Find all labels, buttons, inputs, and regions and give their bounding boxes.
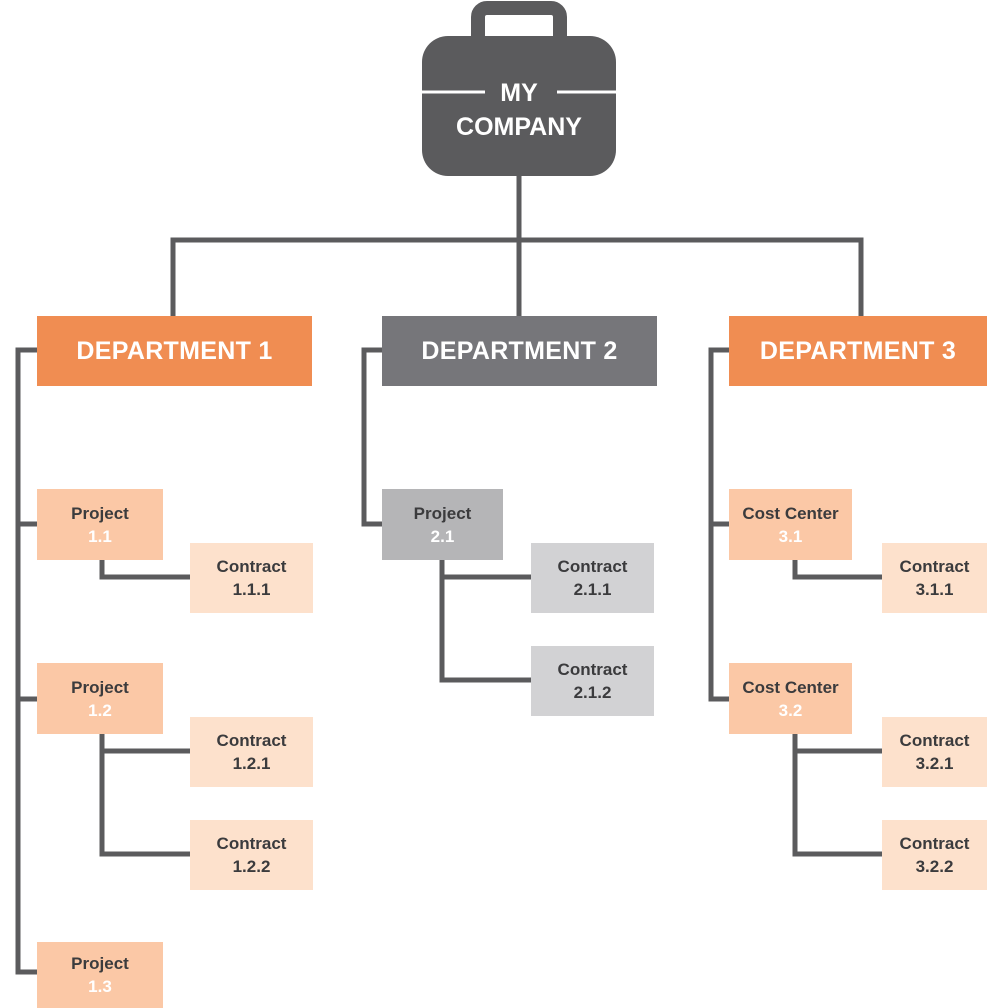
briefcase-icon — [422, 1, 616, 176]
contract-1-2-1-node: Contract 1.2.1 — [190, 717, 313, 787]
node-title: Contract — [899, 557, 970, 576]
department-1-node: DEPARTMENT 1 — [37, 316, 312, 386]
node-number: 2.1.2 — [573, 683, 612, 702]
node-title: Contract — [216, 731, 287, 750]
contract-3-1-1-node: Contract 3.1.1 — [882, 543, 987, 613]
node-number: 2.1.1 — [573, 580, 612, 599]
node-title: Project — [413, 503, 472, 523]
node-title: Contract — [216, 557, 287, 576]
node-title: Project — [71, 677, 129, 697]
cost-center-3-1-node: Cost Center 3.1 — [729, 489, 852, 560]
node-number: 3.2 — [778, 700, 803, 720]
node-number: 3.2.1 — [915, 754, 954, 773]
contract-1-2-2-node: Contract 1.2.2 — [190, 820, 313, 890]
node-number: 1.2.1 — [232, 754, 271, 773]
cost-center-3-2-node: Cost Center 3.2 — [729, 663, 852, 734]
node-title: Project — [71, 954, 129, 973]
project-2-1-node: Project 2.1 — [382, 489, 503, 560]
node-number: 1.2 — [88, 700, 112, 720]
company-title-line2: COMPANY — [456, 113, 582, 141]
project-1-2-node: Project 1.2 — [37, 663, 163, 734]
node-title: Cost Center — [742, 677, 839, 697]
node-title: Contract — [557, 557, 628, 576]
department-3-node: DEPARTMENT 3 — [729, 316, 987, 386]
node-title: Contract — [216, 834, 287, 853]
company-title-line1: MY — [500, 79, 538, 107]
node-number: 1.3 — [88, 977, 112, 996]
project-1-1-node: Project 1.1 — [37, 489, 163, 560]
contract-2-1-1-node: Contract 2.1.1 — [531, 543, 654, 613]
contract-3-2-2-node: Contract 3.2.2 — [882, 820, 987, 890]
project-1-3-node: Project 1.3 — [37, 942, 163, 1008]
node-title: Contract — [899, 834, 970, 853]
node-number: 1.1 — [88, 526, 112, 546]
node-number: 1.2.2 — [232, 857, 271, 876]
node-title: Contract — [899, 731, 970, 750]
briefcase-body — [422, 36, 616, 176]
contract-1-1-1-node: Contract 1.1.1 — [190, 543, 313, 613]
node-number: 3.1 — [778, 526, 803, 546]
node-number: 1.1.1 — [232, 580, 271, 599]
node-number: 3.2.2 — [915, 857, 954, 876]
node-number: 2.1 — [430, 526, 455, 546]
node-number: 3.1.1 — [915, 580, 954, 599]
node-title: Cost Center — [742, 503, 839, 523]
node-title: Project — [71, 503, 129, 523]
contract-3-2-1-node: Contract 3.2.1 — [882, 717, 987, 787]
department-2-node: DEPARTMENT 2 — [382, 316, 657, 386]
node-title: Contract — [557, 660, 628, 679]
contract-2-1-2-node: Contract 2.1.2 — [531, 646, 654, 716]
company-node: MY COMPANY — [422, 76, 616, 144]
